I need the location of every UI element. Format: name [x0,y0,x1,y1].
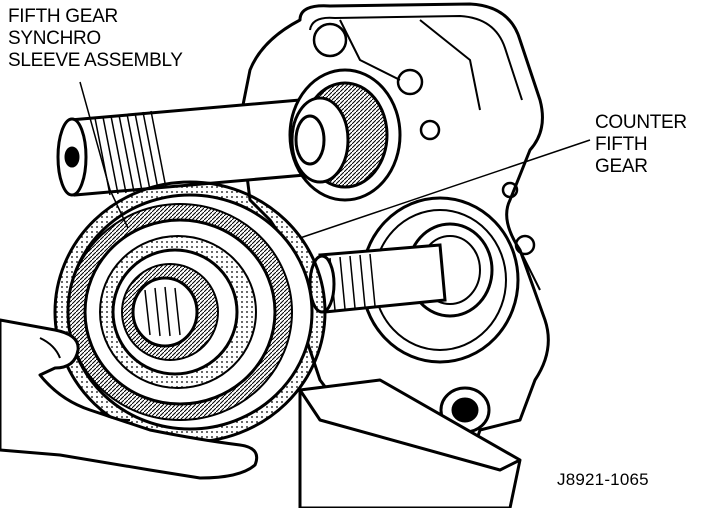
main-shaft [56,98,307,197]
counter-shaft [308,243,447,314]
figure-code: J8921-1065 [557,470,649,489]
hand-illustration [0,318,259,480]
fifth-gear-synchro-line3: SLEEVE ASSEMBLY [8,50,183,71]
fifth-gear-synchro-assembly [53,180,327,444]
upper-gear [288,68,402,202]
fifth-gear-synchro-line1: FIFTH GEAR [8,6,118,27]
leader-lines [79,81,591,239]
counter-fifth-gear-label: COUNTER FIFTH GEAR [595,112,687,178]
support-block [298,378,522,508]
counter-fifth-gear-line1: COUNTER [595,112,687,133]
fifth-gear-synchro-label: FIFTH GEAR SYNCHRO SLEEVE ASSEMBLY [8,6,183,72]
counter-fifth-gear-line3: GEAR [595,156,648,177]
counter-fifth-gear-line2: FIFTH [595,134,648,155]
fifth-gear-synchro-line2: SYNCHRO [8,28,101,49]
